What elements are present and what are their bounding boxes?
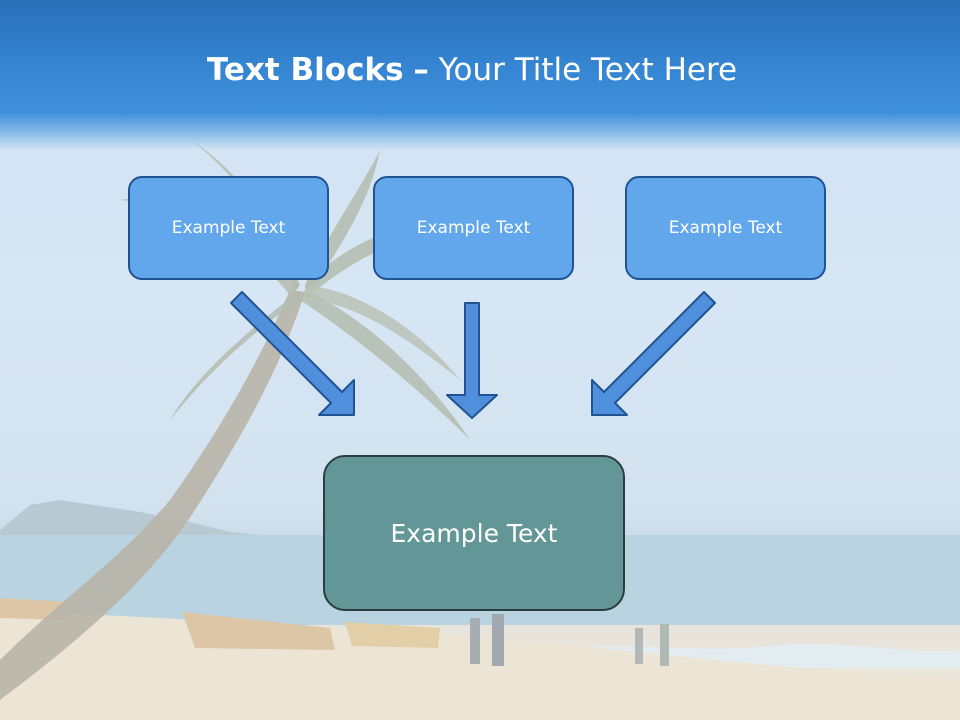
title-dash: – [413, 52, 429, 88]
center-text-block: Example Text [323, 455, 625, 611]
title-rest: Your Title Text Here [438, 52, 738, 88]
text-block-2: Example Text [373, 176, 574, 280]
text-block-3-label: Example Text [668, 218, 783, 238]
text-block-2-label: Example Text [416, 218, 531, 238]
text-block-1: Example Text [128, 176, 329, 280]
title-bar [0, 0, 960, 150]
title-bold-part: Text Blocks [206, 52, 404, 88]
text-block-3: Example Text [625, 176, 826, 280]
slide-title: Text Blocks – Your Title Text Here [0, 52, 944, 88]
center-text-block-label: Example Text [390, 518, 558, 548]
text-block-1-label: Example Text [171, 218, 286, 238]
